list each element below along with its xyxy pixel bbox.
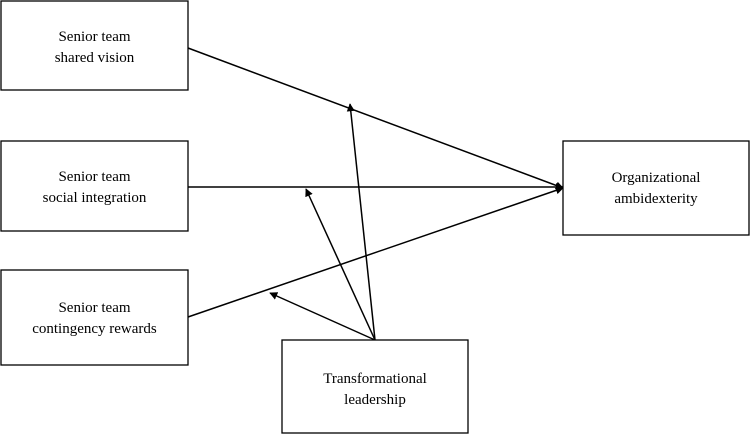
- node-contingency-rewards: Senior team contingency rewards: [0, 269, 189, 366]
- node-transformational-line-2: leadership: [344, 392, 406, 408]
- arrow-moderation-contingency-rewards: [269, 292, 376, 341]
- node-ambidexterity-line-1: Organizational: [612, 170, 701, 186]
- node-ambidexterity: Organizational ambidexterity: [562, 140, 750, 236]
- node-transformational-leadership: Transformational leadership: [281, 339, 469, 434]
- node-ambidexterity-line-2: ambidexterity: [614, 191, 698, 207]
- arrow-moderation-shared-vision: [346, 103, 376, 341]
- node-shared-vision: Senior team shared vision: [0, 0, 189, 91]
- node-social-integration-line-1: Senior team: [58, 169, 130, 185]
- node-shared-vision-line-1: Senior team: [58, 29, 130, 45]
- arrow-moderation-social-integration: [305, 188, 376, 341]
- node-contingency-rewards-line-2: contingency rewards: [32, 321, 157, 337]
- node-transformational-line-1: Transformational: [323, 371, 427, 387]
- node-contingency-rewards-line-1: Senior team: [58, 300, 130, 316]
- node-social-integration: Senior team social integration: [0, 140, 189, 232]
- node-social-integration-line-2: social integration: [43, 190, 147, 206]
- arrow-shared-vision-to-ambidexterity: [187, 47, 564, 190]
- node-shared-vision-line-2: shared vision: [55, 50, 135, 66]
- arrow-contingency-rewards-to-ambidexterity: [187, 186, 564, 318]
